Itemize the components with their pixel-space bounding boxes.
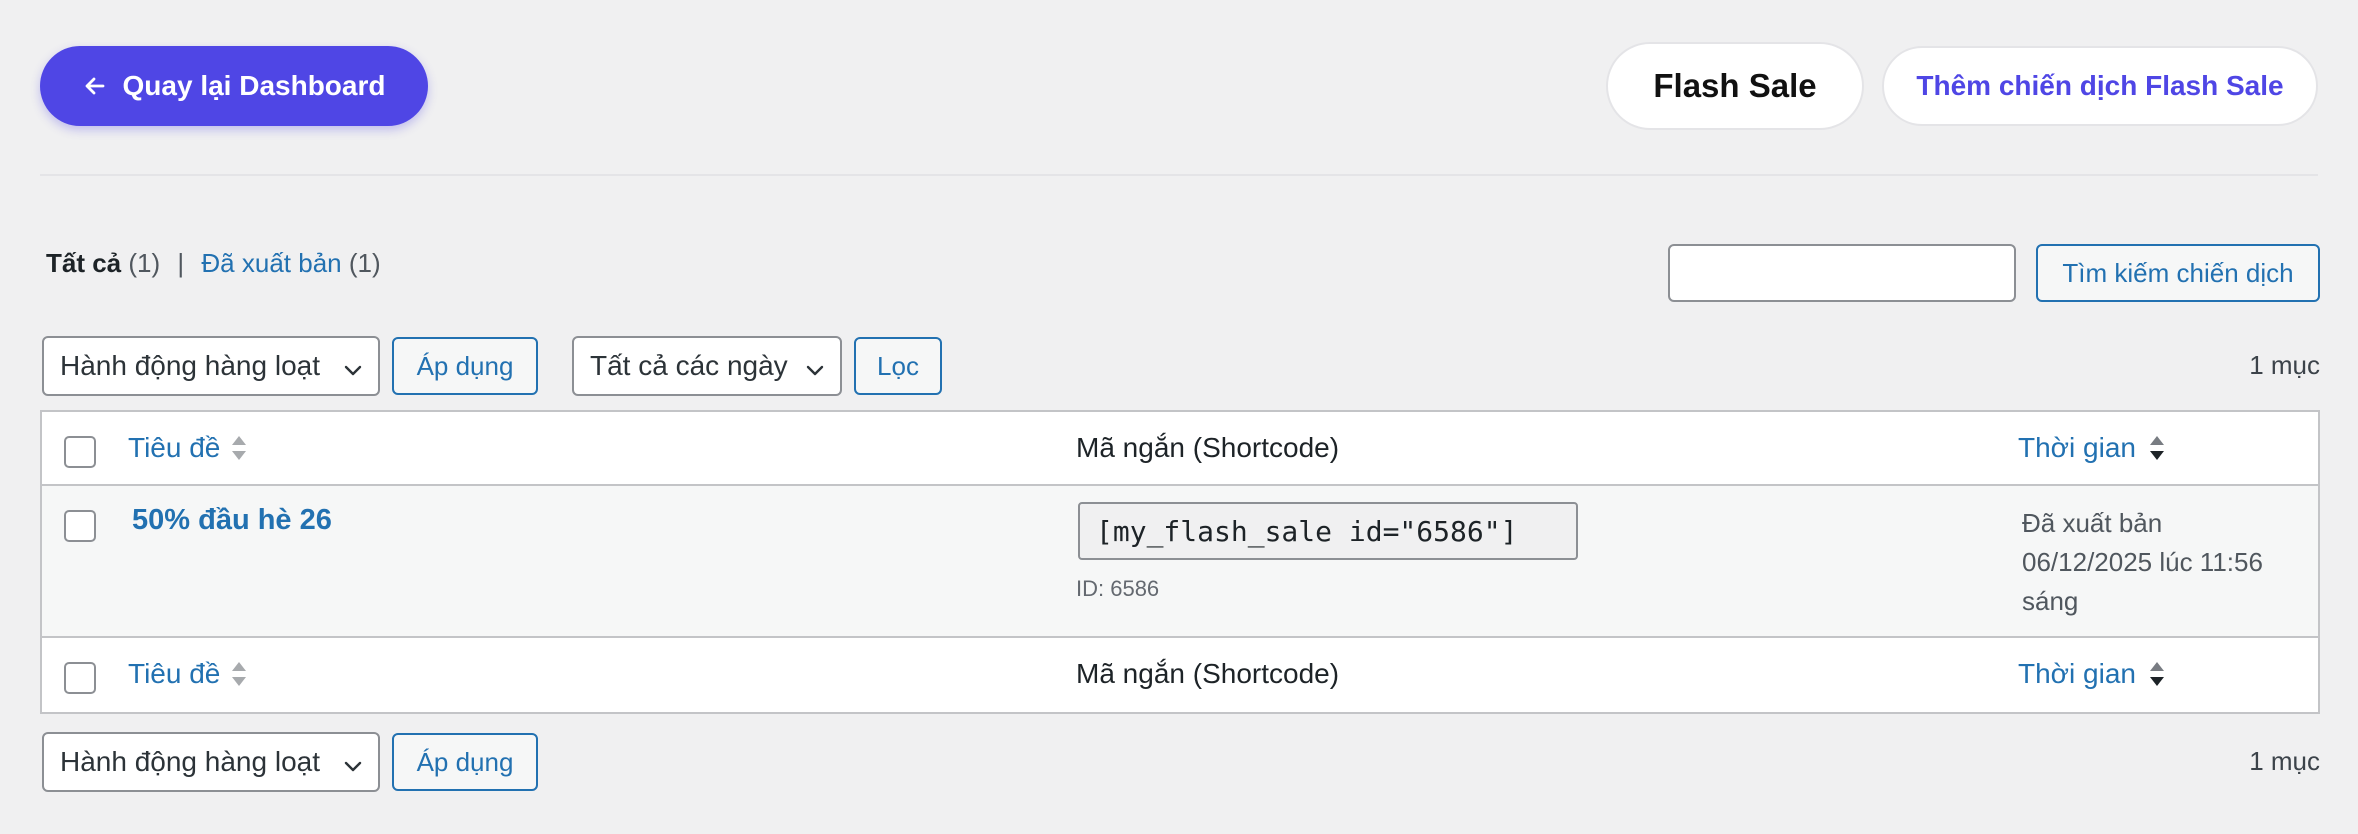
date-filter-select[interactable]: Tất cả các ngày [572, 336, 842, 396]
column-time-label: Thời gian [2018, 658, 2136, 689]
chevron-down-icon [342, 752, 364, 784]
select-all-checkbox-footer[interactable] [64, 662, 96, 694]
table-row: 50% đầu hè 26 [my_flash_sale id="6586"] … [42, 486, 2318, 638]
view-separator: | [177, 248, 185, 278]
column-title-label: Tiêu đề [128, 432, 221, 463]
campaign-table: Tiêu đề Mã ngắn (Shortcode) Thời gian 50… [40, 410, 2320, 714]
apply-button-top[interactable]: Áp dụng [392, 337, 538, 395]
back-button-label: Quay lại Dashboard [122, 70, 386, 101]
bulk-action-value: Hành động hàng loạt [60, 350, 320, 381]
page-header: Quay lại Dashboard Flash Sale Thêm chiến… [40, 38, 2318, 176]
date-filter-value: Tất cả các ngày [590, 350, 788, 381]
column-shortcode-label: Mã ngắn (Shortcode) [1076, 658, 1340, 689]
column-title-sort-footer[interactable]: Tiêu đề [128, 658, 248, 690]
add-campaign-button[interactable]: Thêm chiến dịch Flash Sale [1882, 46, 2318, 126]
campaign-id: ID: 6586 [1076, 576, 1160, 601]
publish-datetime: 06/12/2025 lúc 11:56 [2022, 547, 2263, 577]
row-checkbox[interactable] [64, 510, 96, 542]
view-all-count: (1) [128, 248, 161, 278]
back-to-dashboard-button[interactable]: Quay lại Dashboard [40, 46, 428, 126]
item-count-bottom: 1 mục [2249, 746, 2320, 776]
chevron-down-icon [342, 356, 364, 388]
item-count-top: 1 mục [2249, 350, 2320, 380]
campaign-title-link[interactable]: 50% đầu hè 26 [132, 504, 332, 536]
column-time-sort[interactable]: Thời gian [2018, 432, 2166, 464]
sort-arrows-icon [2148, 659, 2166, 689]
search-input[interactable] [1668, 244, 2016, 302]
select-all-checkbox[interactable] [64, 436, 96, 468]
search-campaign-button[interactable]: Tìm kiếm chiến dịch [2036, 244, 2320, 302]
publish-period: sáng [2022, 586, 2079, 616]
chevron-down-icon [804, 356, 826, 388]
sort-arrows-icon [230, 659, 248, 689]
shortcode-field[interactable]: [my_flash_sale id="6586"] [1078, 502, 1578, 560]
view-published-link[interactable]: Đã xuất bản [201, 248, 342, 278]
sort-arrows-icon [230, 433, 248, 463]
column-time-sort-footer[interactable]: Thời gian [2018, 658, 2166, 690]
apply-button-bottom[interactable]: Áp dụng [392, 733, 538, 791]
publish-status: Đã xuất bản [2022, 508, 2163, 538]
arrow-left-icon [83, 74, 107, 98]
page-title: Flash Sale [1606, 42, 1864, 130]
column-title-label: Tiêu đề [128, 658, 221, 689]
column-time-label: Thời gian [2018, 432, 2136, 463]
column-shortcode-label: Mã ngắn (Shortcode) [1076, 432, 1340, 463]
view-all-link[interactable]: Tất cả [46, 248, 122, 278]
table-footer-row: Tiêu đề Mã ngắn (Shortcode) Thời gian [42, 638, 2318, 712]
bulk-action-select-top[interactable]: Hành động hàng loạt [42, 336, 380, 396]
table-header-row: Tiêu đề Mã ngắn (Shortcode) Thời gian [42, 412, 2318, 486]
status-views: Tất cả (1) | Đã xuất bản (1) [46, 248, 381, 279]
bulk-action-select-bottom[interactable]: Hành động hàng loạt [42, 732, 380, 792]
column-title-sort[interactable]: Tiêu đề [128, 432, 248, 464]
bulk-action-value: Hành động hàng loạt [60, 746, 320, 777]
publish-date: Đã xuất bản 06/12/2025 lúc 11:56 sáng [2022, 504, 2312, 621]
view-published-count: (1) [348, 248, 381, 278]
sort-arrows-icon [2148, 433, 2166, 463]
filter-button[interactable]: Lọc [854, 337, 942, 395]
